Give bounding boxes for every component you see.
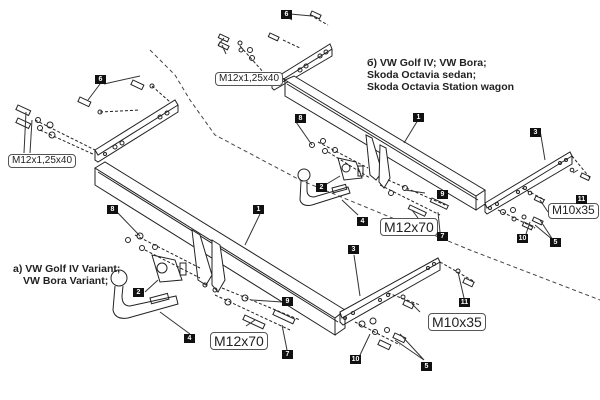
part-tag-9: 9 — [282, 297, 293, 306]
part-tag-6: 6 — [95, 75, 106, 84]
bolt-size-label: M12x70 — [210, 332, 268, 351]
ball-neck-a — [110, 269, 179, 319]
mounting-arms-a — [191, 229, 226, 293]
bolt-size-label: M12x1,25x40 — [8, 154, 77, 168]
part-tag-11: 11 — [459, 298, 470, 307]
variant-b-line3: Skoda Octavia Station wagon — [367, 81, 515, 93]
nuts-8-a — [125, 232, 201, 279]
bolt-size-label: M12x70 — [380, 218, 438, 237]
mounting-arms-b — [365, 134, 391, 189]
part-tag-5: 5 — [421, 362, 432, 371]
crossbar-b — [283, 75, 486, 211]
variant-b-caption: б) VW Golf IV; VW Bora; Skoda Octavia se… — [367, 57, 514, 93]
bolts-7-b — [379, 179, 449, 217]
side-bracket-a-left — [94, 99, 179, 163]
part-tag-1: 1 — [413, 113, 424, 122]
part-tag-2: 2 — [133, 288, 144, 297]
part-tag-4: 4 — [184, 334, 195, 343]
part-tag-2: 2 — [316, 183, 327, 192]
part-tag-3: 3 — [348, 245, 359, 254]
nuts-8-b — [309, 138, 371, 179]
part-tag-11: 11 — [576, 195, 587, 204]
part-tag-9: 9 — [437, 190, 448, 199]
variant-b-line1: б) VW Golf IV; VW Bora; — [367, 57, 487, 69]
part-tag-10: 10 — [350, 355, 361, 364]
bolts-5-b — [497, 155, 591, 231]
bolt-size-label: M10x35 — [428, 313, 486, 332]
ball-neck-b — [297, 168, 351, 206]
bolts-7-a — [214, 287, 301, 331]
side-bracket-a-right — [339, 257, 441, 326]
part-tag-7: 7 — [282, 350, 293, 359]
part-tag-3: 3 — [530, 128, 541, 137]
bolts-5-a — [354, 261, 476, 351]
bolts-6-a — [15, 79, 171, 156]
variant-a-caption: a) VW Golf IV Variant; VW Bora Variant; — [13, 263, 120, 287]
part-tag-8: 8 — [295, 114, 306, 123]
variant-a-line1: a) VW Golf IV Variant; — [13, 263, 121, 275]
part-tag-5: 5 — [550, 238, 561, 247]
divider-line-top — [149, 49, 600, 301]
variant-a-line2: VW Bora Variant; — [23, 275, 109, 287]
bolt-size-label: M10x35 — [548, 203, 599, 219]
part-tag-7: 7 — [437, 232, 448, 241]
socket-plate-b — [337, 157, 364, 181]
part-tag-8: 8 — [107, 205, 118, 214]
variant-b-line2: Skoda Octavia sedan; — [367, 69, 477, 81]
part-tag-4: 4 — [357, 217, 368, 226]
socket-plate-a — [151, 254, 187, 283]
part-tag-10: 10 — [517, 234, 528, 243]
part-tag-1: 1 — [253, 205, 264, 214]
bolt-size-label: M12x1,25x40 — [215, 72, 284, 86]
part-tag-6: 6 — [281, 10, 292, 19]
